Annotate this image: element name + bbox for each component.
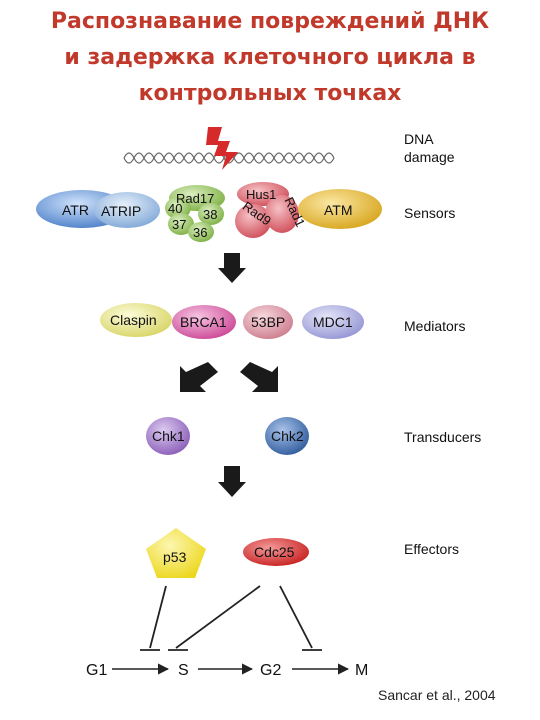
mdc1-protein bbox=[302, 305, 364, 339]
g2-label: G2 bbox=[260, 662, 281, 679]
stage-mediators: Mediators bbox=[404, 318, 465, 334]
title-line-3: контрольных точках bbox=[138, 81, 402, 106]
lightning-bolt-icon bbox=[206, 127, 238, 170]
atrip-label: ATRIP bbox=[101, 203, 141, 219]
cdc25-label: Cdc25 bbox=[254, 544, 295, 560]
rad9-rad1-hus1-complex bbox=[165, 185, 225, 242]
cdc25-inhibits-g1s bbox=[175, 585, 261, 649]
stage-dna-damage-line2: damage bbox=[404, 149, 455, 165]
rad17-label: Rad17 bbox=[176, 191, 214, 206]
rfc-40-label: 40 bbox=[168, 201, 182, 216]
stage-transducers: Transducers bbox=[404, 429, 481, 445]
m-label: M bbox=[355, 662, 368, 679]
page-title: Распознавание повреждений ДНК и задержка… bbox=[0, 4, 540, 112]
atm-protein bbox=[298, 189, 382, 229]
mdc1-label: MDC1 bbox=[313, 314, 353, 330]
g1-label: G1 bbox=[86, 662, 107, 679]
53bp-protein bbox=[243, 305, 293, 339]
stage-dna-damage-line1: DNA bbox=[404, 131, 434, 147]
cdc25-protein bbox=[243, 538, 309, 566]
s-label: S bbox=[178, 662, 189, 679]
rfc-38-label: 38 bbox=[203, 207, 217, 222]
chk1-label: Chk1 bbox=[152, 428, 185, 444]
hus1-label: Hus1 bbox=[246, 187, 276, 202]
claspin-label: Claspin bbox=[110, 312, 157, 328]
down-arrow-icon-2 bbox=[218, 466, 246, 497]
down-right-arrow-icon bbox=[240, 362, 278, 392]
down-left-arrow-icon bbox=[180, 362, 218, 392]
inhibition-lines bbox=[140, 585, 322, 651]
53bp-label: 53BP bbox=[251, 314, 285, 330]
stage-effectors: Effectors bbox=[404, 541, 459, 557]
rfc-37-label: 37 bbox=[172, 217, 186, 232]
chk2-protein bbox=[265, 417, 309, 455]
title-line-2: и задержка клеточного цикла в bbox=[64, 45, 476, 70]
chk1-protein bbox=[146, 417, 190, 455]
rfc-36-subunit bbox=[188, 222, 214, 242]
chk2-label: Chk2 bbox=[271, 428, 304, 444]
brca1-label: BRCA1 bbox=[180, 314, 227, 330]
title-line-1: Распознавание повреждений ДНК bbox=[50, 9, 490, 34]
p53-label: p53 bbox=[163, 549, 187, 565]
atr-label: ATR bbox=[62, 202, 89, 218]
rfc-37-subunit bbox=[168, 213, 194, 235]
atrip-protein bbox=[94, 192, 160, 228]
p53-protein bbox=[146, 528, 206, 578]
claspin-protein bbox=[100, 303, 172, 337]
p53-inhibits-g1s bbox=[149, 585, 167, 649]
citation: Sancar et al., 2004 bbox=[378, 687, 496, 703]
atm-label: ATM bbox=[324, 202, 353, 218]
down-arrow-icon bbox=[218, 253, 246, 283]
9-1-1-clamp bbox=[235, 182, 299, 238]
brca1-protein bbox=[172, 305, 236, 339]
rfc-36-label: 36 bbox=[193, 225, 207, 240]
rfc-38-subunit bbox=[198, 203, 224, 225]
rad1-protein bbox=[265, 195, 299, 233]
cdc25-inhibits-g2m bbox=[279, 585, 313, 649]
stage-sensors: Sensors bbox=[404, 205, 455, 221]
rad9-protein bbox=[235, 204, 271, 238]
